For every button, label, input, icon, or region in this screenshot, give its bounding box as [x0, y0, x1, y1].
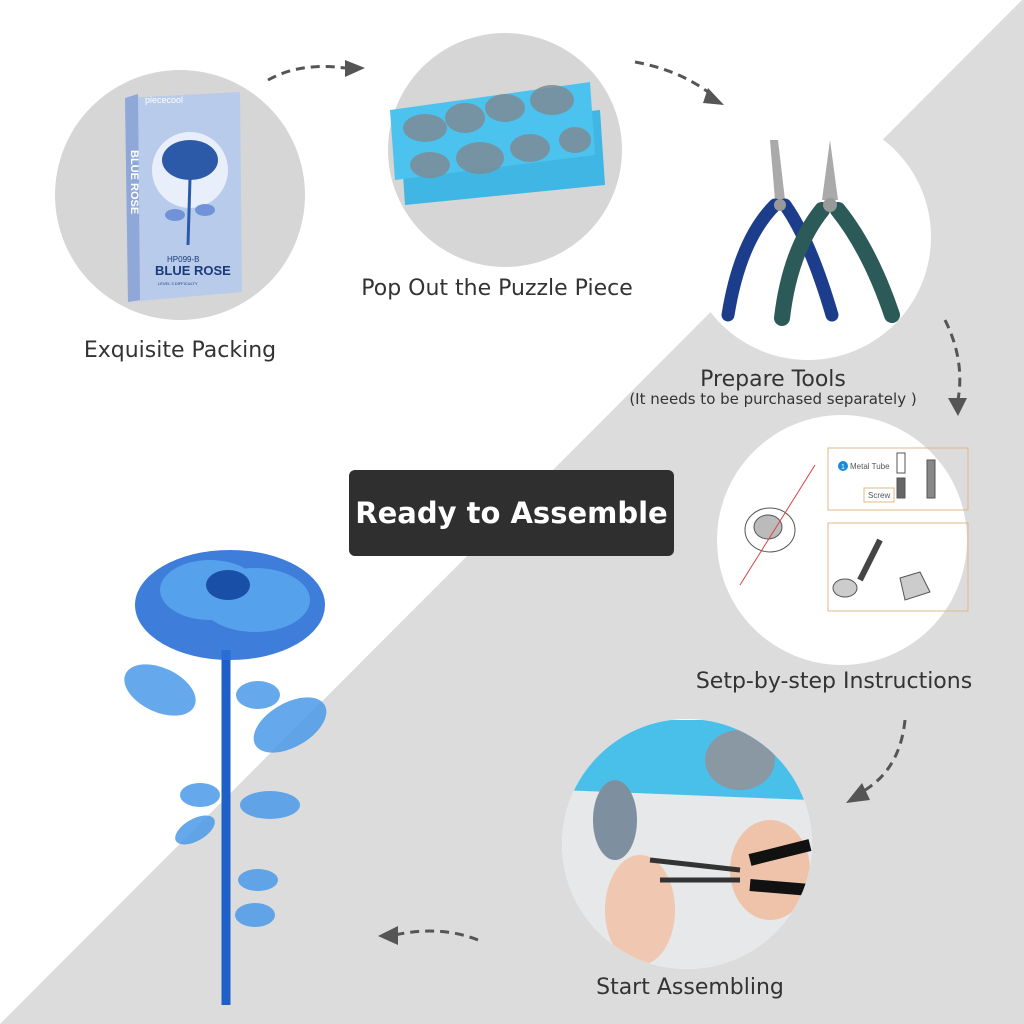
step-label-assembling: Start Assembling [596, 975, 784, 1000]
step-number-badge: 1 [841, 464, 845, 471]
arrow-5 [394, 929, 479, 942]
step-note-tools: (It needs to be purchased separately ) [629, 390, 917, 408]
package-model: HP099-B [167, 255, 199, 264]
arrow-1 [267, 65, 346, 82]
arrow-2 [634, 60, 713, 97]
part-screw: Screw [868, 491, 890, 500]
arrow-4 [861, 719, 907, 794]
package-level: LEVEL 3 DIFFICULTY [158, 281, 198, 286]
arrowhead-icon [948, 398, 967, 416]
part-metal-tube: Metal Tube [850, 462, 890, 471]
package-box: piececool HP099-B BLUE ROSE LEVEL 3 DIFF… [125, 92, 242, 302]
blue-rose [124, 550, 327, 1005]
ready-to-assemble-banner: Ready to Assemble [349, 470, 674, 556]
arrowhead-icon [378, 926, 398, 945]
package-spine: BLUE ROSE [128, 150, 140, 214]
package-brand: piececool [145, 95, 183, 105]
step-label-packing: Exquisite Packing [83, 338, 277, 363]
package-name: BLUE ROSE [155, 263, 231, 278]
step-label-puzzle: Pop Out the Puzzle Piece [361, 276, 633, 301]
arrow-3 [943, 319, 962, 401]
arrowhead-icon [846, 783, 870, 803]
pliers-tools [721, 140, 900, 326]
puzzle-sheets [390, 82, 605, 205]
arrowhead-icon [703, 88, 724, 105]
arrowhead-icon [345, 60, 365, 77]
instructions-diagram: 1 Metal Tube Screw [739, 447, 969, 612]
step-label-instructions: Setp-by-step Instructions [695, 669, 973, 694]
instructions-circle [717, 415, 967, 665]
step-label-tools: Prepare Tools [700, 367, 846, 392]
assembling-photo [562, 720, 812, 969]
